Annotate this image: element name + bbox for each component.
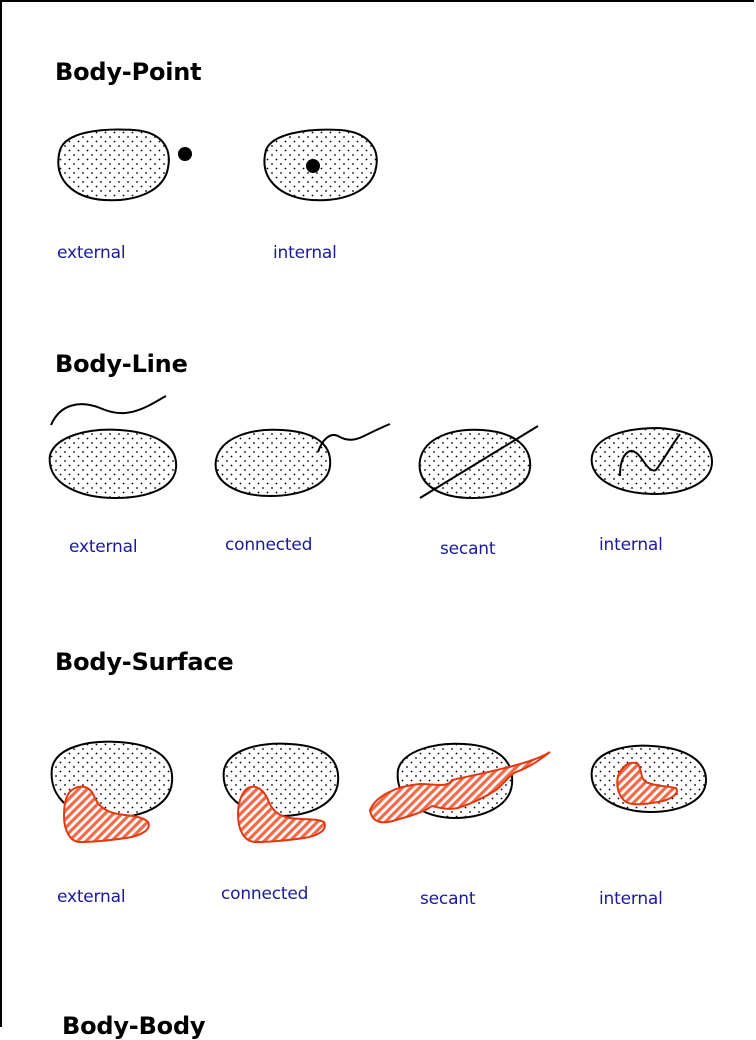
figure-surface-external <box>52 742 173 842</box>
body-shape <box>592 428 712 494</box>
body-shape <box>216 430 331 496</box>
figure-point-internal <box>264 130 376 201</box>
figure-line-secant <box>420 426 538 498</box>
body-shape <box>58 130 169 201</box>
figure-point-external <box>58 130 192 201</box>
figure-line-external <box>50 396 176 498</box>
body-shape <box>264 130 376 201</box>
figure-surface-connected <box>224 744 339 842</box>
point-marker <box>178 147 192 161</box>
body-shape <box>50 430 176 498</box>
point-marker <box>306 159 320 173</box>
figure-surface-secant <box>370 744 550 823</box>
figure-line-connected <box>216 424 390 496</box>
line-shape <box>51 396 166 425</box>
figure-line-internal <box>592 428 712 494</box>
figure-surface-internal <box>592 746 706 812</box>
line-shape <box>318 424 390 452</box>
